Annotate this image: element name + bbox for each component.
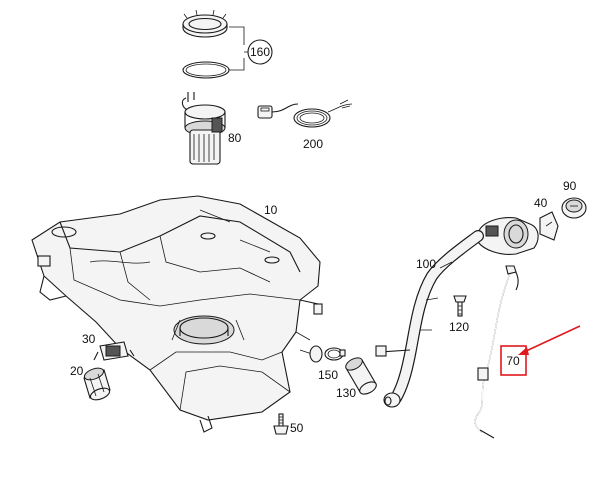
filler-pipe-part[interactable] — [375, 230, 484, 408]
vent-line-part[interactable] — [474, 265, 519, 439]
callout-circle-160 — [247, 39, 273, 65]
locking-ring-part[interactable] — [182, 9, 228, 38]
mounting-bolt-part[interactable] — [453, 295, 467, 317]
part-label-10[interactable]: 10 — [264, 203, 278, 217]
leader-line-160 — [229, 26, 248, 71]
highlight-box-70 — [500, 345, 527, 376]
fuel-cap-part[interactable] — [561, 197, 587, 219]
part-label-100[interactable]: 100 — [416, 257, 436, 271]
part-label-40[interactable]: 40 — [534, 196, 548, 210]
part-label-70[interactable]: 70 — [506, 354, 520, 368]
part-label-130[interactable]: 130 — [336, 386, 356, 400]
filler-neck-housing-part[interactable] — [477, 217, 539, 255]
part-label-50[interactable]: 50 — [290, 421, 304, 435]
part-label-30[interactable]: 30 — [82, 332, 96, 346]
part-label-90[interactable]: 90 — [563, 179, 577, 193]
wiring-harness-part[interactable] — [257, 99, 353, 128]
highlight-arrow — [518, 325, 581, 355]
strap-bolt-part[interactable] — [273, 413, 289, 435]
connecting-hose-part[interactable] — [344, 355, 379, 396]
part-label-20[interactable]: 20 — [70, 364, 84, 378]
filler-flap-part[interactable] — [539, 211, 559, 241]
hose-clamp-part[interactable] — [324, 347, 346, 361]
part-label-120[interactable]: 120 — [449, 320, 469, 334]
fuel-pump-module-part[interactable] — [181, 92, 226, 165]
tank-seal-ring-part[interactable] — [182, 61, 230, 79]
fuel-tank-part[interactable] — [31, 195, 323, 433]
part-label-160[interactable]: 160 — [250, 45, 270, 59]
fuel-filter-bracket-part[interactable] — [93, 341, 135, 361]
part-label-80[interactable]: 80 — [228, 131, 242, 145]
part-label-200[interactable]: 200 — [303, 137, 323, 151]
fuel-filter-part[interactable] — [83, 366, 111, 402]
part-label-150[interactable]: 150 — [318, 368, 338, 382]
